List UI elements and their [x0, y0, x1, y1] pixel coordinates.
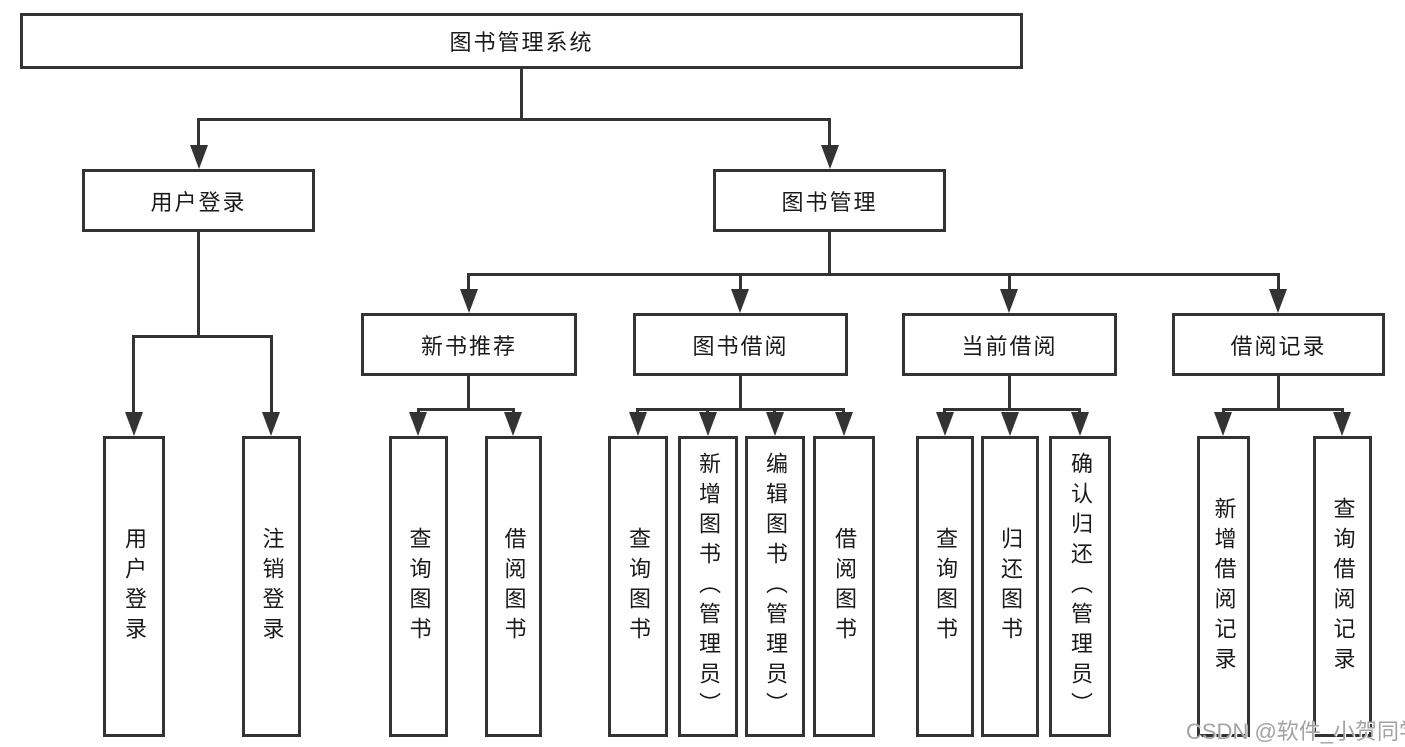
leaf-user-login-label: 用户登录 [122, 526, 147, 647]
connector-line [132, 335, 135, 414]
leaf-query-borrow-record: 查询借阅记录 [1313, 436, 1372, 737]
arrow-down-icon [1269, 289, 1287, 313]
leaf-return-books: 归还图书 [981, 436, 1039, 737]
arrow-down-icon [1000, 289, 1018, 313]
arrow-down-icon [1071, 412, 1089, 436]
connector-line [520, 69, 523, 121]
leaf-borrow-query-books: 查询图书 [608, 436, 668, 737]
leaf-current-query-books: 查询图书 [916, 436, 974, 737]
node-root-label: 图书管理系统 [449, 30, 594, 55]
leaf-add-books-admin-label: 新增图书（管理员） [696, 451, 721, 722]
arrow-down-icon [731, 289, 749, 313]
arrow-down-icon [1001, 412, 1019, 436]
node-book-borrow: 图书借阅 [633, 313, 848, 376]
connector-line [1277, 376, 1280, 411]
leaf-add-borrow-record-label: 新增借阅记录 [1211, 496, 1237, 677]
arrow-down-icon [629, 412, 647, 436]
connector-line [828, 118, 831, 147]
connector-line [197, 118, 200, 147]
node-new-book-recommend: 新书推荐 [361, 313, 577, 376]
connector-line [417, 408, 514, 411]
connector-line [943, 408, 1080, 411]
arrow-down-icon [1333, 412, 1351, 436]
arrow-down-icon [190, 145, 208, 169]
node-root-system: 图书管理系统 [20, 13, 1023, 69]
leaf-return-books-label: 归还图书 [998, 526, 1023, 647]
connector-line [739, 273, 742, 291]
node-user-login: 用户登录 [82, 169, 315, 232]
leaf-confirm-return-admin: 确认归还（管理员） [1049, 436, 1111, 737]
node-borrow-records: 借阅记录 [1172, 313, 1385, 376]
leaf-query-borrow-record-label: 查询借阅记录 [1330, 496, 1356, 677]
node-book-management: 图书管理 [713, 169, 946, 232]
leaf-user-login: 用户登录 [103, 436, 165, 737]
node-current-borrow-label: 当前借阅 [961, 333, 1058, 359]
node-user-login-label: 用户登录 [150, 189, 247, 215]
leaf-edit-books-admin: 编辑图书（管理员） [745, 436, 805, 737]
node-new-book-recommend-label: 新书推荐 [420, 333, 517, 359]
arrow-down-icon [125, 412, 143, 436]
arrow-down-icon [262, 412, 280, 436]
leaf-add-borrow-record: 新增借阅记录 [1197, 436, 1250, 737]
arrow-down-icon [409, 412, 427, 436]
leaf-add-books-admin: 新增图书（管理员） [678, 436, 738, 737]
arrow-down-icon [835, 412, 853, 436]
connector-line [636, 408, 844, 411]
leaf-edit-books-admin-label: 编辑图书（管理员） [763, 451, 788, 722]
node-book-borrow-label: 图书借阅 [692, 333, 789, 359]
arrow-down-icon [766, 412, 784, 436]
connector-line [467, 273, 1280, 276]
connector-line [828, 232, 831, 276]
arrow-down-icon [1214, 412, 1232, 436]
connector-line [1008, 273, 1011, 291]
arrow-down-icon [504, 412, 522, 436]
node-borrow-records-label: 借阅记录 [1230, 333, 1327, 359]
leaf-current-query-books-label: 查询图书 [933, 526, 958, 647]
arrow-down-icon [936, 412, 954, 436]
leaf-borrow-books: 借阅图书 [813, 436, 875, 737]
connector-line [197, 118, 831, 121]
csdn-watermark: CSDN @软件_小贺同学 [1186, 719, 1405, 744]
connector-line [132, 335, 271, 338]
arrow-down-icon [699, 412, 717, 436]
arrow-down-icon [821, 145, 839, 169]
leaf-recommend-query-books: 查询图书 [389, 436, 448, 737]
leaf-logout-label: 注销登录 [259, 526, 285, 647]
connector-line [739, 376, 742, 411]
leaf-recommend-borrow-books-label: 借阅图书 [501, 526, 527, 647]
connector-line [467, 273, 470, 291]
connector-line [1277, 273, 1280, 291]
leaf-recommend-borrow-books: 借阅图书 [485, 436, 542, 737]
arrow-down-icon [460, 289, 478, 313]
connector-line [270, 335, 273, 414]
connector-line [1008, 376, 1011, 411]
leaf-recommend-query-books-label: 查询图书 [406, 526, 432, 647]
node-book-management-label: 图书管理 [781, 189, 878, 215]
node-current-borrow: 当前借阅 [902, 313, 1117, 376]
connector-line [467, 376, 470, 411]
connector-line [197, 232, 200, 338]
leaf-confirm-return-admin-label: 确认归还（管理员） [1068, 451, 1093, 722]
leaf-logout: 注销登录 [242, 436, 301, 737]
leaf-borrow-books-label: 借阅图书 [832, 526, 857, 647]
leaf-borrow-query-books-label: 查询图书 [626, 526, 651, 647]
connector-line [1222, 408, 1343, 411]
